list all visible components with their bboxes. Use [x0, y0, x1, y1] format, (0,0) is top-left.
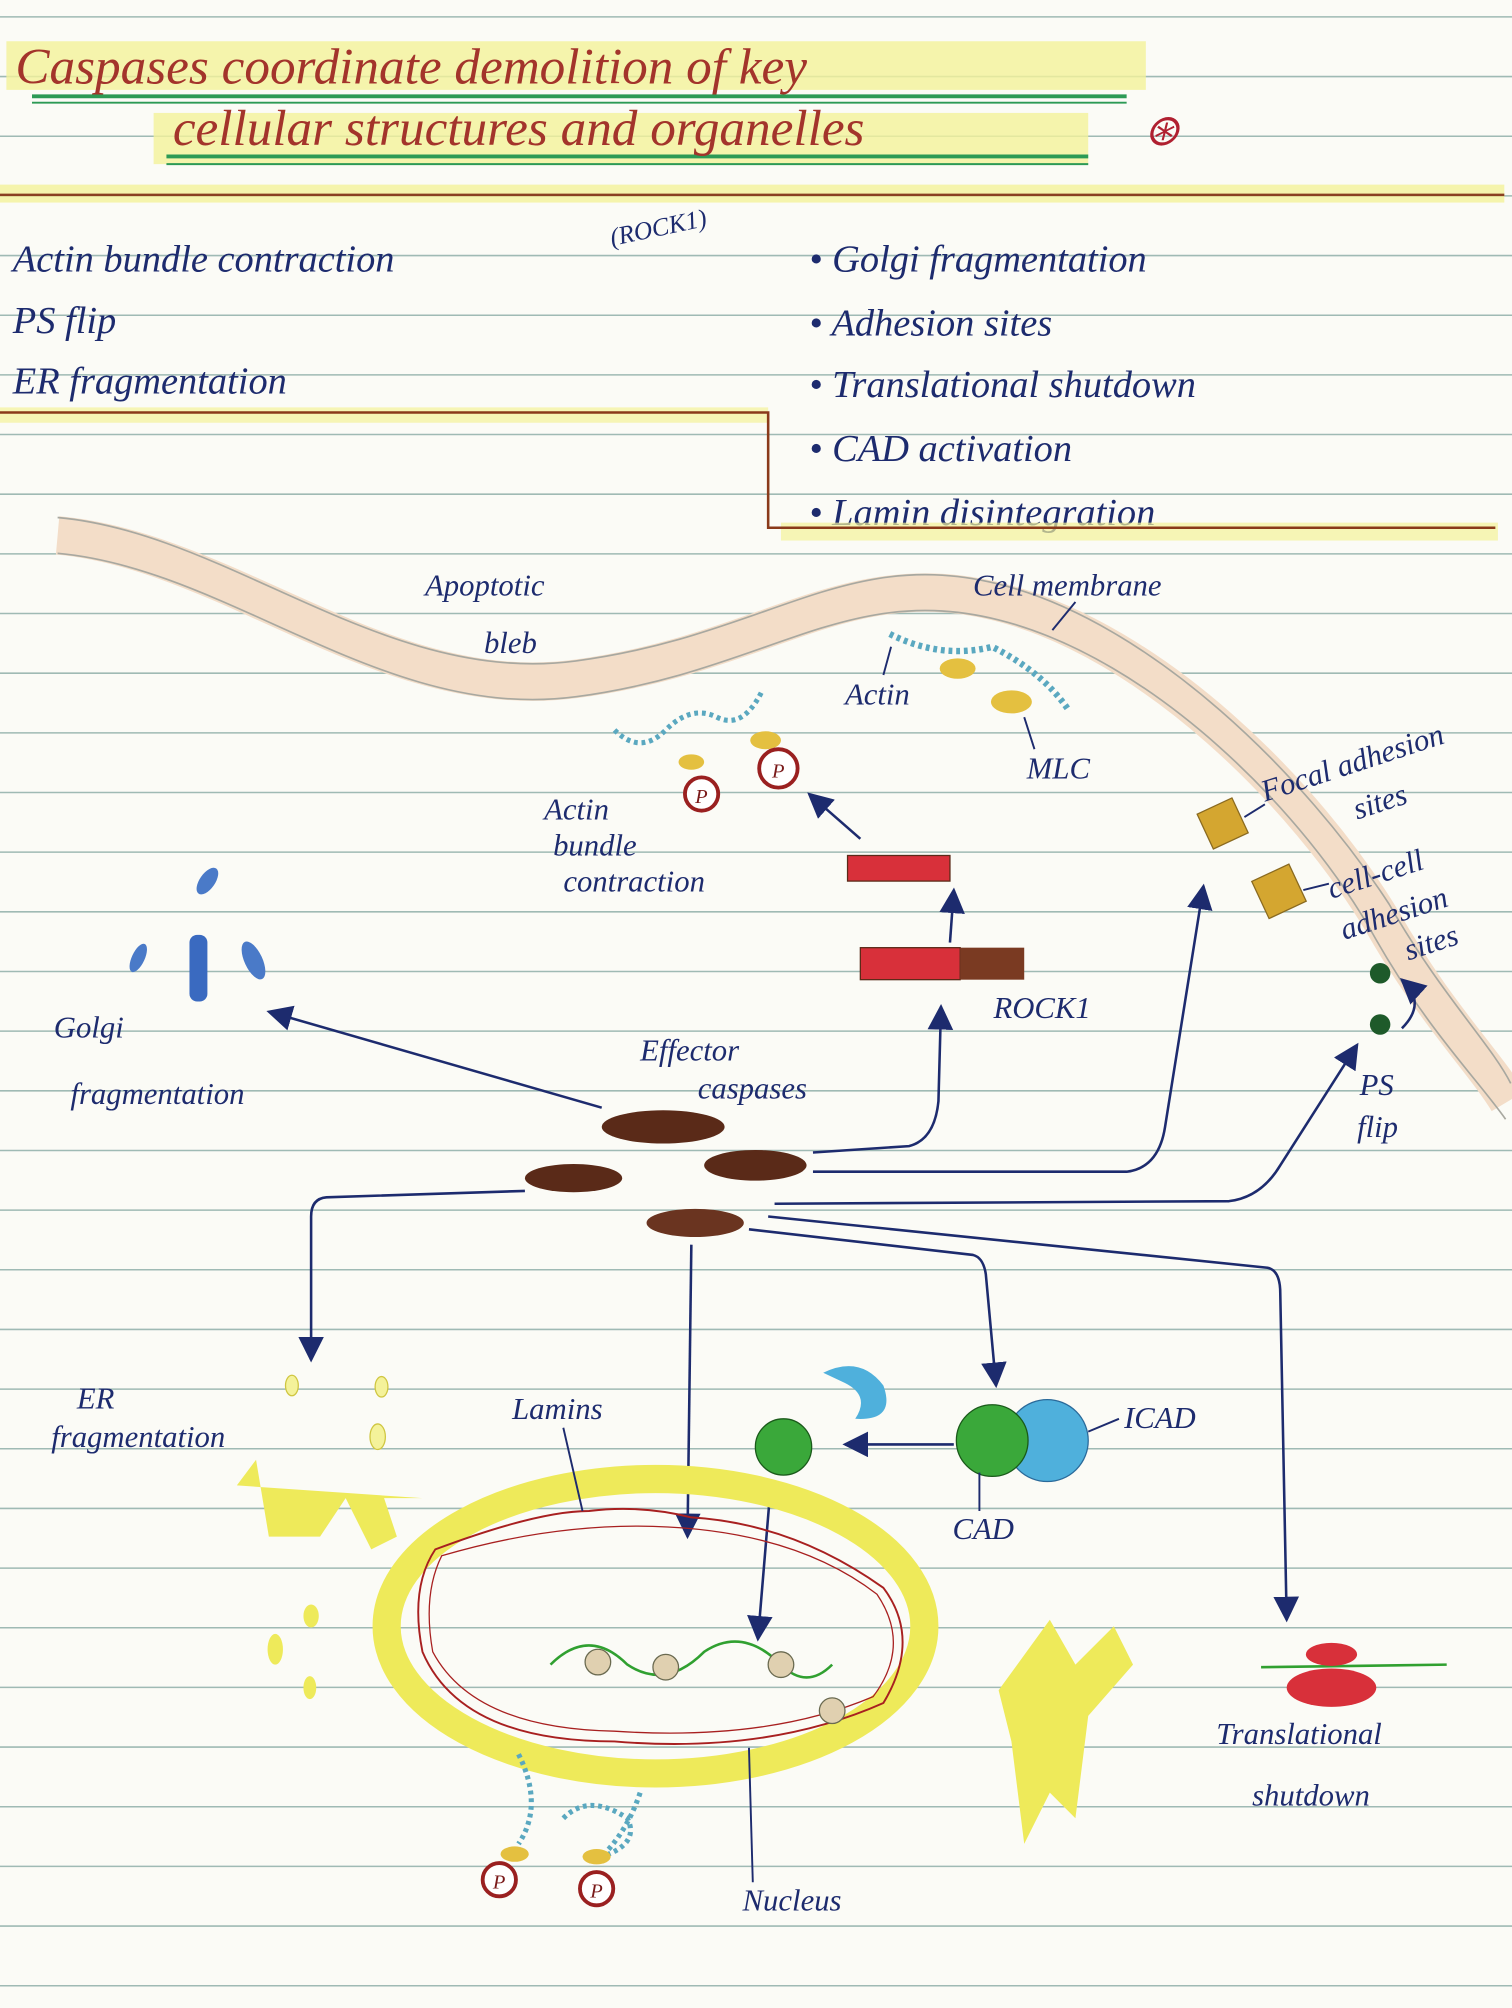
phospho-label: P: [492, 1872, 506, 1894]
rock1-active-fragment: [846, 854, 951, 882]
phosphatidylserine-dot: [1369, 1014, 1391, 1035]
summary-left-item: Actin bundle contraction: [10, 239, 395, 281]
label-actin-bundle: bundle: [553, 828, 637, 862]
label-ps-flip: flip: [1357, 1110, 1398, 1144]
label-rock1: ROCK1: [992, 991, 1090, 1025]
rock1-kinase-domain: [859, 947, 961, 981]
title-line-2: cellular structures and organelles: [173, 100, 865, 157]
actin-myosin-cluster: P P: [612, 631, 1072, 813]
effector-caspases: [524, 1110, 807, 1238]
label-er-fragmentation: fragmentation: [51, 1420, 225, 1454]
ribosome: [1261, 1642, 1447, 1707]
summary-right-item: • Translational shutdown: [809, 364, 1196, 406]
label-lamins: Lamins: [511, 1392, 603, 1426]
label-nucleus: Nucleus: [742, 1883, 842, 1917]
golgi-fragments: [129, 867, 266, 1002]
cleavage-arrows: [266, 883, 1359, 1642]
perinuclear-actin: P P: [480, 1753, 643, 1908]
nucleus: [372, 1464, 939, 1788]
label-translational-shutdown: shutdown: [1252, 1778, 1370, 1812]
label-focal-adhesion-sites: sites: [1349, 777, 1411, 826]
phospho-label: P: [694, 786, 708, 808]
summary-divider: [0, 407, 1498, 541]
focal-adhesion-site: [1196, 797, 1250, 850]
summary-right-item: • CAD activation: [809, 428, 1072, 470]
summary-left-item: PS flip: [12, 300, 116, 342]
free-cad: [754, 1418, 813, 1476]
label-er-fragmentation: ER: [76, 1382, 115, 1416]
summary-left-note: (ROCK1): [607, 203, 709, 252]
cell-membrane: [55, 516, 1512, 1120]
cad-icad: [754, 1366, 1089, 1483]
phosphatidylserine-dot: [1369, 963, 1391, 984]
label-effector-caspases: Effector: [639, 1033, 740, 1067]
label-effector-caspases: caspases: [698, 1072, 807, 1106]
cell-cell-adhesion-site: [1250, 863, 1308, 920]
label-icad: ICAD: [1123, 1401, 1196, 1435]
label-actin-bundle: contraction: [563, 864, 705, 898]
label-cad: CAD: [953, 1512, 1014, 1546]
label-cell-membrane: Cell membrane: [973, 569, 1162, 603]
summary-left-item: ER fragmentation: [12, 360, 287, 402]
label-apoptotic-bleb: bleb: [484, 626, 537, 660]
phospho-label: P: [589, 1881, 603, 1903]
phospho-label: P: [771, 760, 785, 782]
summary-right-item: • Adhesion sites: [809, 303, 1052, 345]
er-fragments: [236, 1374, 1134, 1844]
phospho-circle: [757, 747, 800, 790]
title-block: Caspases coordinate demolition of key ce…: [0, 38, 1505, 203]
cleaved-icad: [823, 1366, 887, 1419]
title-line-1: Caspases coordinate demolition of key: [15, 38, 807, 95]
bound-cad: [955, 1404, 1029, 1478]
label-ps-flip: PS: [1359, 1068, 1394, 1102]
star-mark: ⊛: [1143, 107, 1180, 155]
label-actin-bundle: Actin: [542, 793, 609, 827]
label-golgi-fragmentation: Golgi: [54, 1010, 124, 1044]
summary-right: • Golgi fragmentation • Adhesion sites •…: [809, 239, 1196, 534]
summary-left: Actin bundle contraction (ROCK1) PS flip…: [10, 203, 709, 402]
label-golgi-fragmentation: fragmentation: [70, 1077, 244, 1111]
notebook-rules: [0, 16, 1512, 1987]
label-actin: Actin: [843, 677, 910, 711]
label-apoptotic-bleb: Apoptotic: [423, 569, 545, 603]
summary-right-item: • Golgi fragmentation: [809, 239, 1147, 281]
label-mlc: MLC: [1026, 752, 1091, 786]
phospho-circle: [683, 775, 721, 813]
label-translational-shutdown: Translational: [1216, 1717, 1382, 1751]
rock1-inhibitory-domain: [960, 947, 1025, 980]
